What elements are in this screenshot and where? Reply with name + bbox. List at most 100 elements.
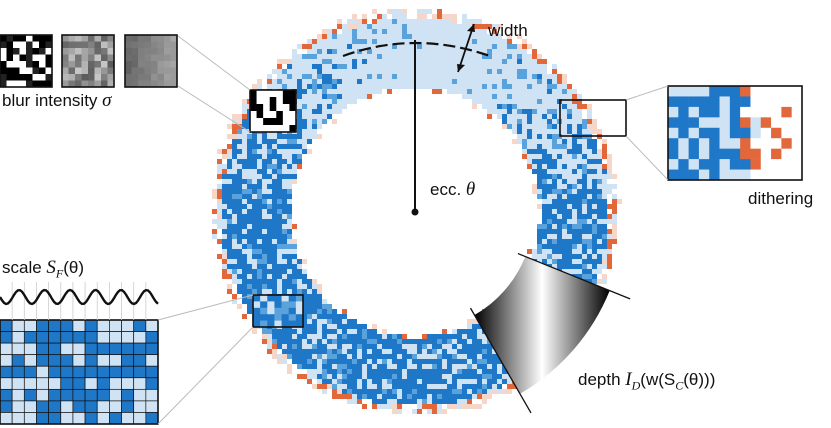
ring-pixel: [252, 154, 257, 159]
ring-pixel: [532, 249, 537, 254]
ring-pixel: [592, 149, 597, 154]
ring-pixel: [252, 234, 257, 239]
patch-cell: [39, 74, 46, 81]
ring-pixel: [257, 229, 262, 234]
ring-pixel: [212, 189, 217, 194]
ring-pixel: [302, 334, 307, 339]
patch-cell: [48, 342, 62, 356]
ring-pixel: [377, 399, 382, 404]
ring-pixel: [557, 224, 562, 229]
ring-pixel: [497, 99, 502, 104]
ring-pixel: [502, 59, 507, 64]
ring-pixel: [372, 69, 377, 74]
patch-cell: [267, 320, 275, 328]
patch-cell: [23, 319, 37, 332]
ring-pixel: [282, 134, 287, 139]
ring-pixel: [547, 214, 552, 219]
ring-pixel: [497, 94, 502, 99]
ring-pixel: [422, 394, 427, 399]
ring-pixel: [252, 184, 257, 189]
ring-pixel: [552, 139, 557, 144]
patch-cell: [709, 86, 720, 97]
ring-pixel: [467, 404, 472, 409]
ring-pixel: [432, 29, 437, 34]
ring-pixel: [397, 54, 402, 59]
ring-pixel: [547, 134, 552, 139]
ring-pixel: [237, 274, 242, 279]
patch-cell: [75, 61, 82, 68]
patch-cell: [107, 41, 115, 49]
ring-pixel: [317, 134, 322, 139]
ring-pixel: [252, 239, 257, 244]
ring-pixel: [492, 39, 497, 44]
ring-pixel: [472, 394, 477, 399]
ring-pixel: [557, 209, 562, 214]
ring-pixel: [332, 49, 337, 54]
ring-pixel: [452, 369, 457, 374]
patch-cell: [96, 400, 110, 413]
ring-pixel: [502, 104, 507, 109]
patch-cell: [45, 48, 53, 55]
ring-pixel: [257, 189, 262, 194]
ring-pixel: [287, 199, 292, 204]
ring-pixel: [232, 224, 237, 229]
patch-cell: [138, 67, 145, 75]
ring-pixel: [367, 34, 372, 39]
ring-pixel: [342, 329, 347, 334]
ring-pixel: [457, 29, 462, 34]
ring-pixel: [377, 344, 382, 349]
ring-pixel: [577, 244, 582, 249]
ring-pixel: [497, 109, 502, 114]
patch-cell: [145, 400, 159, 413]
patch-cell: [75, 74, 82, 81]
ring-pixel: [317, 304, 322, 309]
ring-pixel: [422, 84, 427, 89]
ring-pixel: [542, 254, 547, 259]
patch-cell: [260, 314, 268, 321]
ring-pixel: [352, 99, 357, 104]
patch-cell: [678, 117, 689, 129]
patch-cell: [81, 67, 89, 75]
ring-pixel: [317, 94, 322, 99]
ring-pixel: [332, 89, 337, 94]
ring-pixel: [467, 369, 472, 374]
ring-pixel: [292, 64, 297, 69]
ring-pixel: [352, 39, 357, 44]
ring-pixel: [377, 89, 382, 94]
ring-pixel: [237, 229, 242, 234]
patch-cell: [101, 54, 108, 62]
ring-pixel: [282, 239, 287, 244]
patch-cell: [145, 331, 159, 344]
ring-pixel: [227, 144, 232, 149]
ring-pixel: [252, 244, 257, 249]
patch-cell: [269, 90, 277, 98]
ring-pixel: [267, 254, 272, 259]
ring-pixel: [467, 349, 472, 354]
ring-pixel: [477, 74, 482, 79]
ring-pixel: [367, 94, 372, 99]
ring-pixel: [262, 194, 267, 199]
ring-pixel: [407, 369, 412, 374]
patch-cell: [0, 377, 13, 390]
patch-cell: [0, 67, 7, 75]
ring-pixel: [597, 179, 602, 184]
ring-pixel: [317, 64, 322, 69]
ring-pixel: [402, 354, 407, 359]
ring-pixel: [352, 319, 357, 324]
ring-pixel: [222, 239, 227, 244]
ring-pixel: [282, 214, 287, 219]
ring-pixel: [252, 284, 257, 289]
ring-pixel: [492, 69, 497, 74]
ring-pixel: [432, 359, 437, 364]
ring-pixel: [387, 354, 392, 359]
ring-pixel: [577, 164, 582, 169]
ring-pixel: [587, 274, 592, 279]
patch-cell: [11, 377, 25, 390]
ring-pixel: [597, 244, 602, 249]
ring-pixel: [557, 249, 562, 254]
ring-pixel: [582, 249, 587, 254]
ring-pixel: [277, 354, 282, 359]
ring-pixel: [447, 89, 452, 94]
patch-cell: [269, 118, 277, 126]
ring-pixel: [297, 374, 302, 379]
